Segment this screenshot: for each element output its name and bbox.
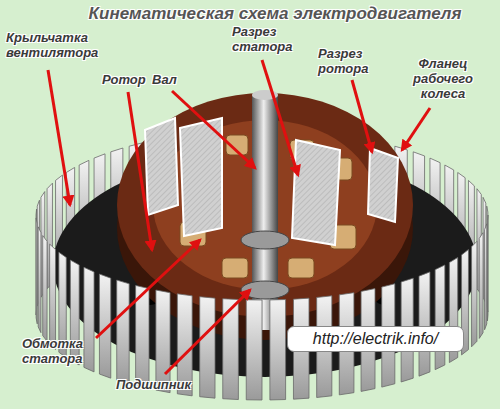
fan-blade — [479, 233, 483, 339]
part-label: Крыльчатка вентилятора — [6, 30, 111, 60]
part-label: Подшипник — [116, 377, 216, 392]
fan-blade — [487, 215, 489, 321]
fan-blade — [472, 241, 477, 347]
part-label: Разрез ротора — [318, 46, 393, 76]
watermark: http://electrik.info/ — [287, 326, 464, 352]
fan-blade — [38, 227, 41, 333]
fan-blade — [200, 297, 215, 398]
fan-blade — [117, 280, 129, 384]
bearing — [241, 231, 289, 249]
fan-blade — [84, 267, 94, 372]
diagram-title: Кинематическая схема электродвигателя — [60, 4, 490, 24]
fan-blade — [43, 236, 47, 342]
fan-blade — [419, 272, 430, 376]
fan-blade — [435, 265, 445, 370]
part-label: Вал — [152, 72, 192, 87]
fan-blade — [270, 300, 286, 400]
part-label: Обмотка статора — [22, 336, 112, 366]
fan-blade — [50, 244, 56, 350]
part-label: Фланец рабочего колеса — [393, 56, 493, 101]
part-label: Разрез статора — [232, 24, 312, 54]
fan-blade — [246, 300, 262, 400]
fan-blade — [485, 224, 487, 330]
fan-blade — [36, 218, 37, 324]
fan-blades-front — [36, 215, 488, 400]
fan-blade — [136, 285, 149, 388]
